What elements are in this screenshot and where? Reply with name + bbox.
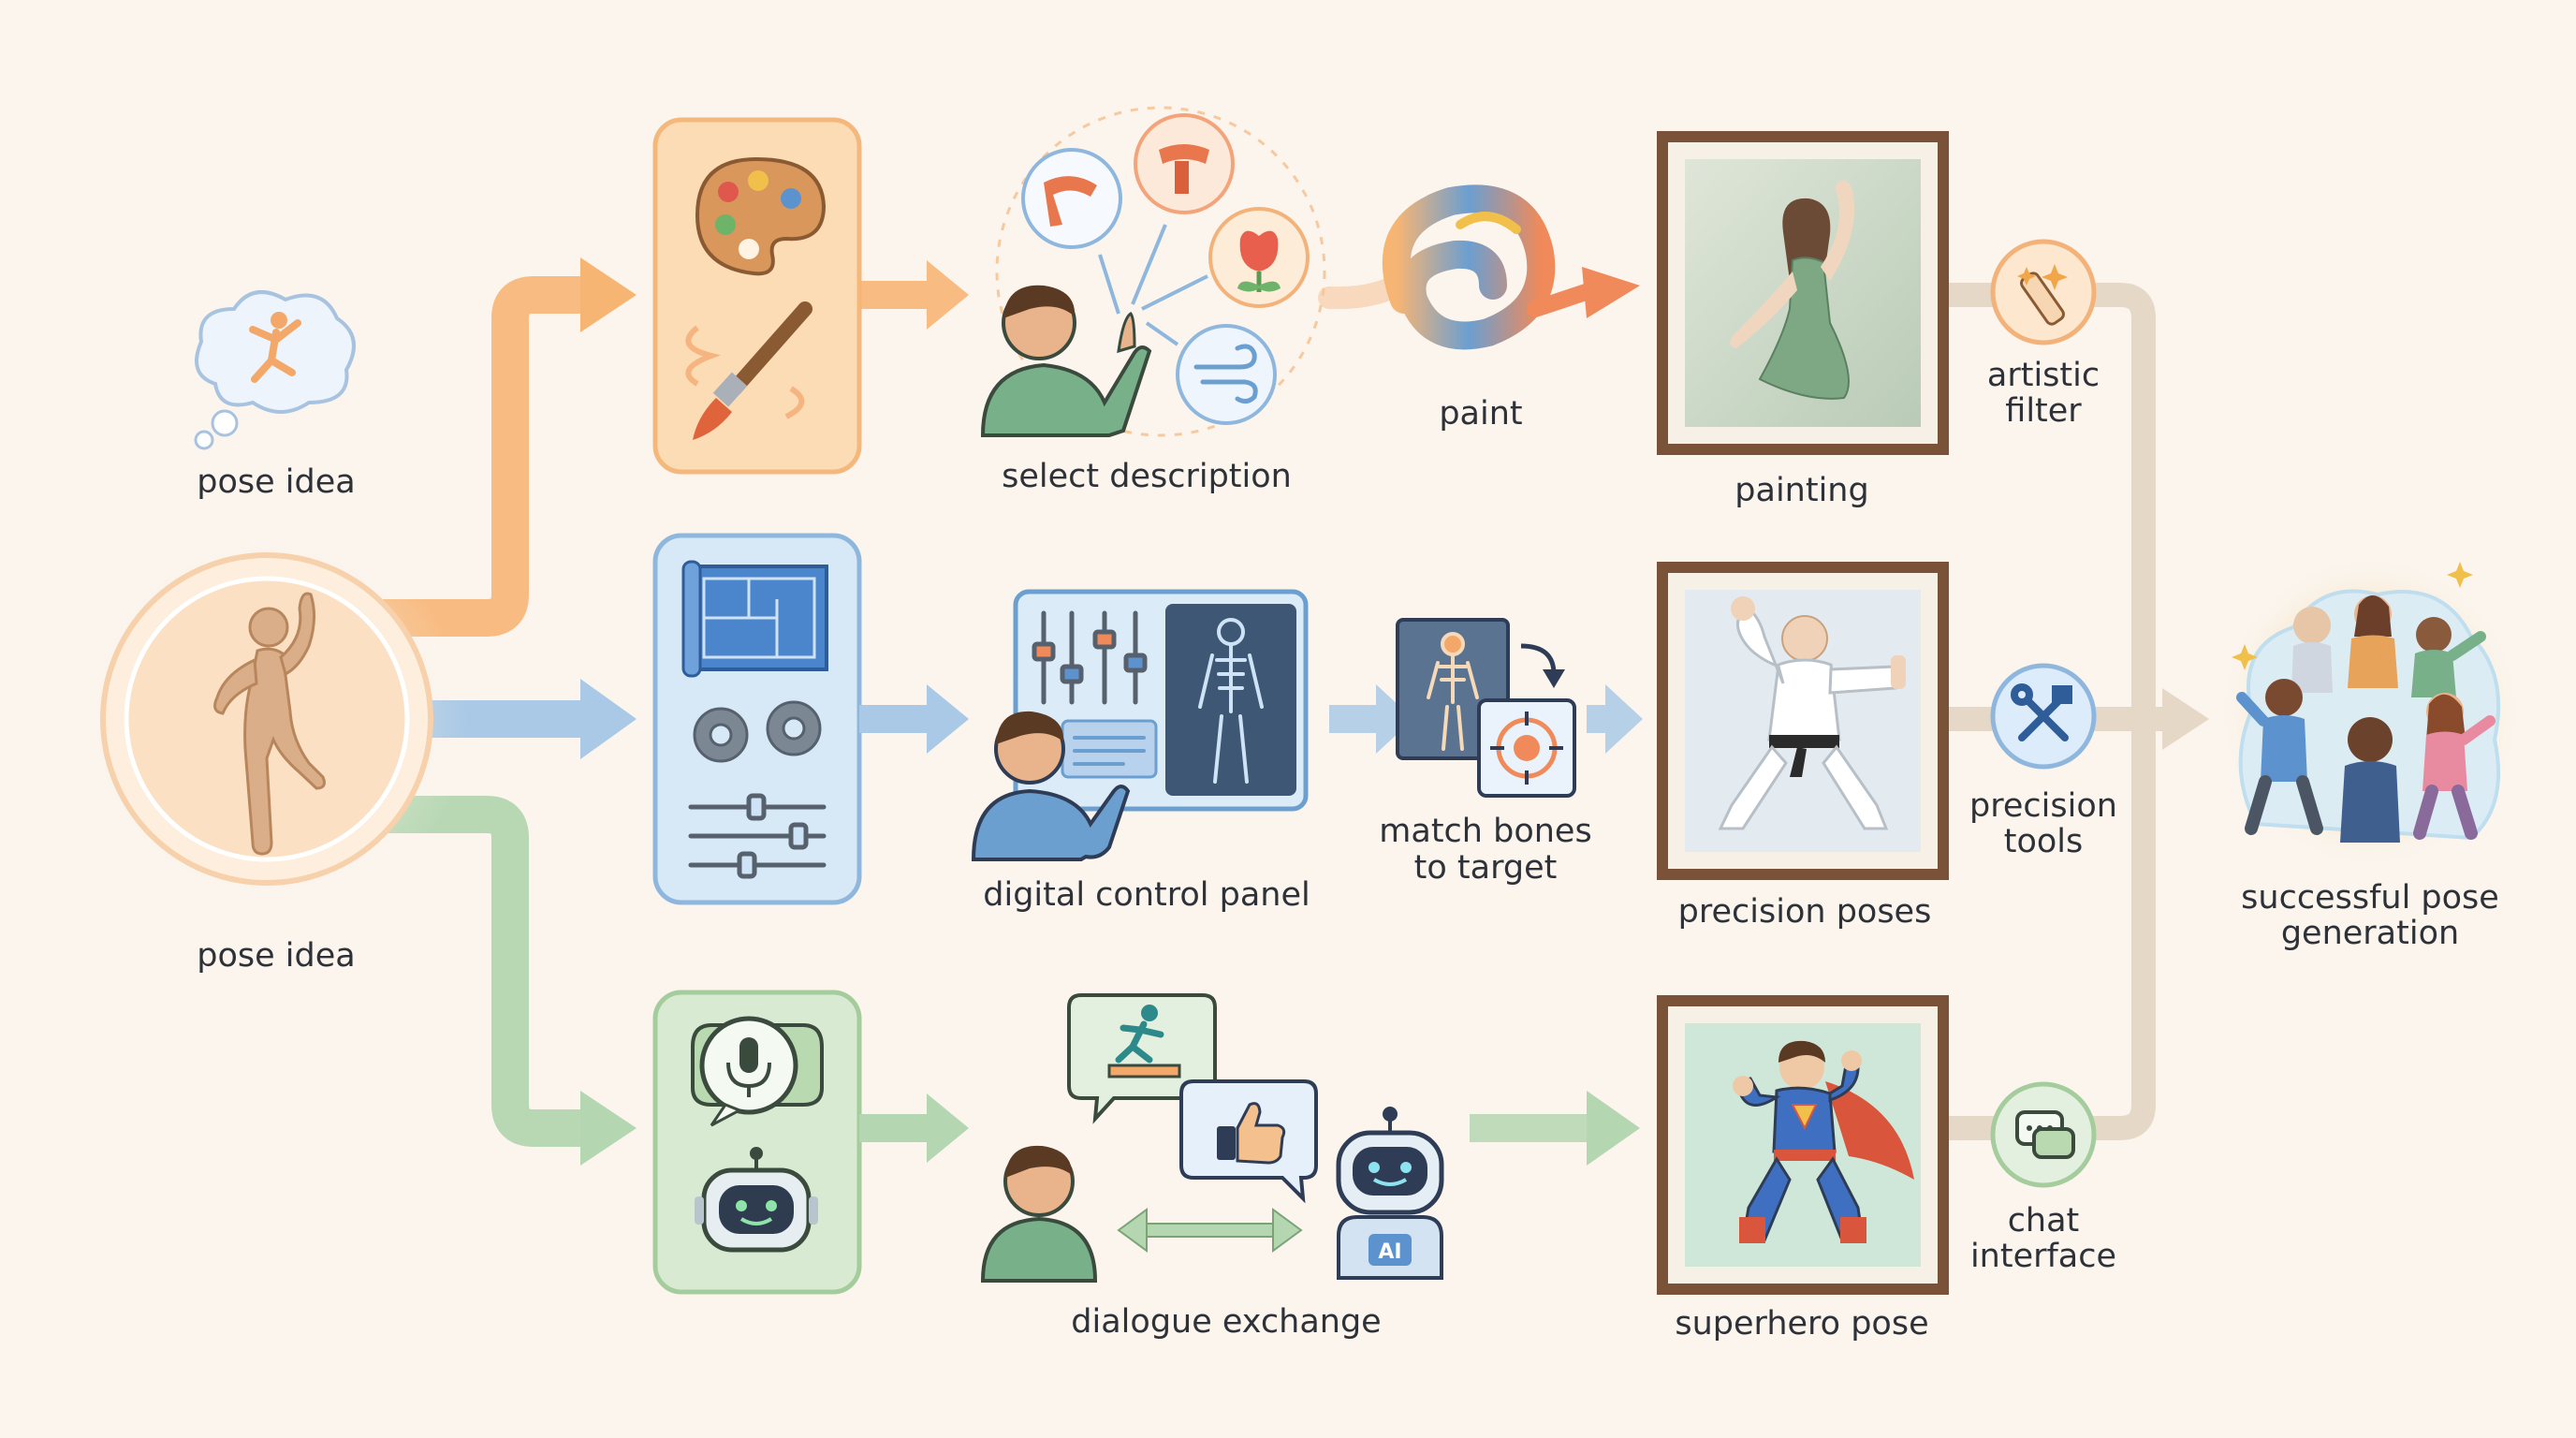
artistic-filter-badge (1990, 239, 2097, 345)
superhero-pose-label: superhero pose (1675, 1305, 1928, 1343)
robot-icon (695, 1147, 818, 1253)
skeleton-display-icon (1165, 604, 1296, 796)
successful-label-line2: generation (2281, 915, 2459, 952)
chat-interface-label-line2: interface (1970, 1238, 2116, 1275)
arrow-top-2 (859, 260, 969, 330)
chat-bubbles-icon (2015, 1110, 2075, 1159)
green-branch-path (365, 796, 618, 1147)
orange-arrowhead (580, 257, 637, 332)
person-figure (2291, 607, 2333, 693)
person-at-panel-icon (971, 711, 1131, 861)
select-description-scene (980, 106, 1326, 437)
arrow-mid-3 (1329, 684, 1413, 754)
microphone-bubble-icon (691, 1016, 824, 1127)
branch-paths (365, 257, 637, 1166)
center-pose-idea-label: pose idea (197, 937, 355, 975)
person-figure (2411, 617, 2486, 697)
precision-tools-badge (1990, 663, 2097, 770)
chat-interface-badge (1990, 1081, 2097, 1188)
thumbs-up-bubble-icon (1179, 1079, 1318, 1204)
person-pointing-icon (980, 285, 1152, 437)
artistic-filter-label-line2: filter (2005, 392, 2082, 430)
sparkle-icon (2232, 562, 2473, 670)
tulip-icon (1208, 207, 1310, 308)
dancer-icon (249, 312, 301, 383)
thought-pose-idea-label: pose idea (197, 463, 355, 501)
technical-tools-panel (652, 533, 862, 905)
blue-arrowhead (580, 679, 637, 759)
paint-label: paint (1439, 395, 1522, 433)
arrow-bot-3 (1470, 1091, 1640, 1166)
pose-idea-hub (66, 518, 468, 920)
ai-robot-icon: AI (1336, 1107, 1444, 1280)
green-arrowhead (580, 1091, 637, 1166)
successful-label-line1: successful pose (2241, 879, 2499, 917)
merge-arrowhead (2162, 688, 2209, 750)
dialogue-exchange-label: dialogue exchange (1071, 1303, 1381, 1341)
scarf-icon (1021, 148, 1122, 249)
paintbrush-icon (685, 301, 812, 440)
artistic-filter-label-line1: artistic (1987, 357, 2100, 394)
arrow-mid-4 (1587, 684, 1643, 754)
painting-label: painting (1734, 472, 1868, 509)
arrow-mid-2 (859, 684, 969, 754)
chat-interface-label-line1: chat (2008, 1202, 2080, 1240)
paint-swirl-icon (1318, 184, 1640, 350)
wind-icon (1176, 324, 1277, 425)
superhero-pose-frame (1657, 995, 1949, 1295)
palette-icon (695, 156, 827, 276)
precision-tools-label-line1: precision (1969, 787, 2117, 825)
precision-tools-label-line2: tools (2004, 823, 2084, 860)
robot-ai-badge: AI (1378, 1240, 1401, 1264)
artistic-filter-icon (2017, 264, 2068, 326)
dialogue-exchange-scene: AI (980, 993, 1444, 1283)
orange-branch-path (365, 276, 618, 637)
dancing-woman-figure (1730, 180, 1855, 400)
select-description-label: select description (1002, 458, 1292, 495)
digital-control-panel-label: digital control panel (983, 876, 1310, 914)
precision-poses-label: precision poses (1678, 893, 1932, 931)
gear-icon (693, 700, 822, 763)
arrow-bot-2 (859, 1093, 969, 1163)
superhero-figure (1733, 1040, 1914, 1243)
creative-tools-panel (652, 117, 862, 475)
match-bones-label-line1: match bones (1379, 813, 1591, 850)
person-figure (2340, 717, 2400, 843)
match-bones-icon (1396, 618, 1576, 798)
scarf-icon (1134, 113, 1235, 214)
digital-control-panel-scene (971, 576, 1320, 861)
thought-bubble (194, 290, 356, 450)
control-sliders-icon (1032, 610, 1158, 779)
successful-generation-crowd (2216, 552, 2525, 871)
wrench-screwdriver-icon (2011, 683, 2072, 741)
person-figure (2413, 693, 2496, 840)
conversational-tools-panel (652, 990, 862, 1295)
running-figure-bubble-icon (1067, 993, 1217, 1124)
karate-figure (1718, 596, 1906, 830)
match-bones-label-line2: to target (1414, 849, 1558, 887)
person-figure (2236, 679, 2323, 835)
selection-arrows (1098, 224, 1208, 346)
person-figure (2348, 594, 2398, 688)
pose-figure-icon (213, 592, 326, 856)
person-avatar-icon (980, 1145, 1098, 1283)
double-arrow-icon (1117, 1208, 1303, 1253)
painting-frame (1657, 131, 1949, 455)
slider-icon (688, 793, 827, 879)
precision-poses-frame (1657, 562, 1949, 880)
blueprint-icon (681, 560, 828, 678)
